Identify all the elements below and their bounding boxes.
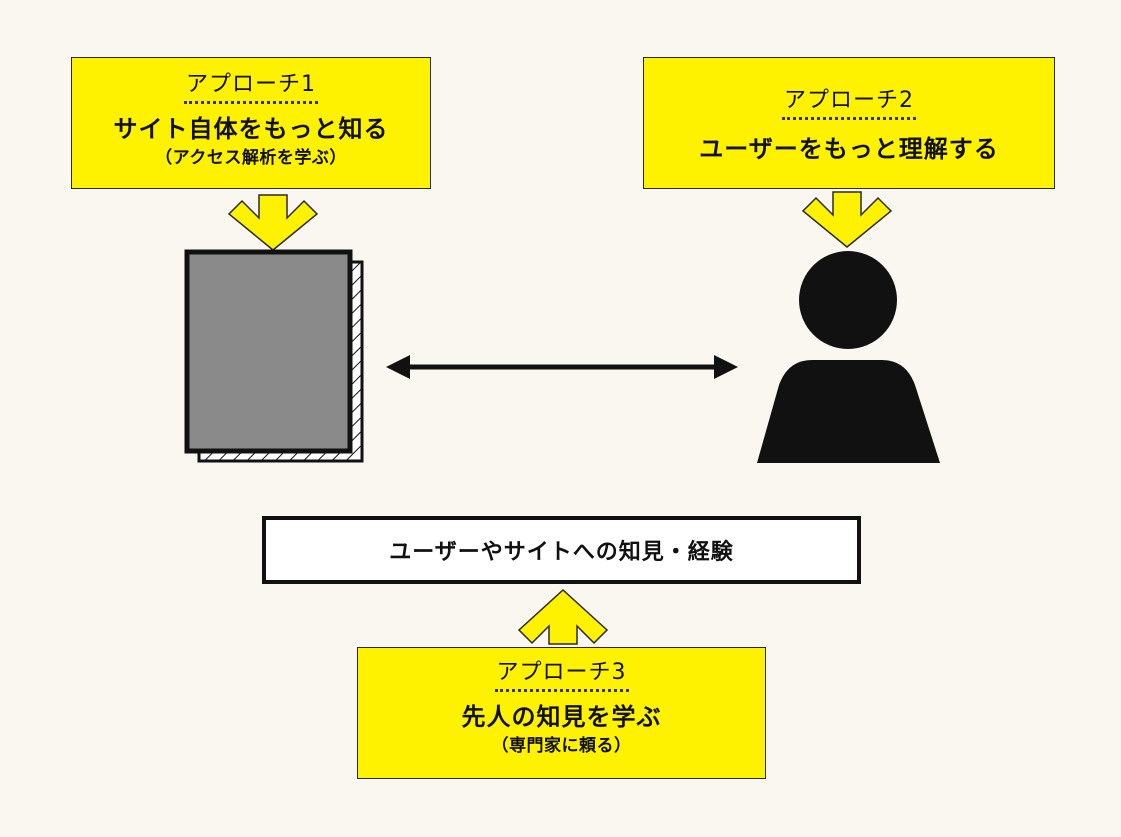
approach-3-label: アプローチ3	[494, 660, 629, 693]
down-arrow-icon	[227, 194, 319, 251]
approach-1-subtitle: （アクセス解析を学ぶ）	[155, 148, 347, 169]
knowledge-text: ユーザーやサイトへの知見・経験	[389, 540, 734, 565]
up-arrow-icon	[517, 588, 609, 645]
approach-3-box: アプローチ3 先人の知見を学ぶ （専門家に頼る）	[357, 647, 766, 779]
knowledge-box: ユーザーやサイトへの知見・経験	[262, 516, 861, 584]
approach-1-title: サイト自体をもっと知る	[113, 115, 389, 144]
approach-2-title: ユーザーをもっと理解する	[699, 135, 999, 164]
document-stack-icon	[184, 249, 364, 463]
down-arrow-icon	[801, 191, 893, 248]
approach-3-subtitle: （専門家に頼る）	[491, 736, 632, 757]
approach-3-title: 先人の知見を学ぶ	[461, 703, 662, 732]
approach-2-box: アプローチ2 ユーザーをもっと理解する	[643, 57, 1055, 189]
user-silhouette-icon	[757, 251, 940, 463]
approach-2-label: アプローチ2	[782, 88, 916, 121]
double-headed-arrow-icon	[386, 355, 738, 379]
approach-1-label: アプローチ1	[184, 72, 318, 105]
approach-1-box: アプローチ1 サイト自体をもっと知る （アクセス解析を学ぶ）	[71, 57, 431, 189]
